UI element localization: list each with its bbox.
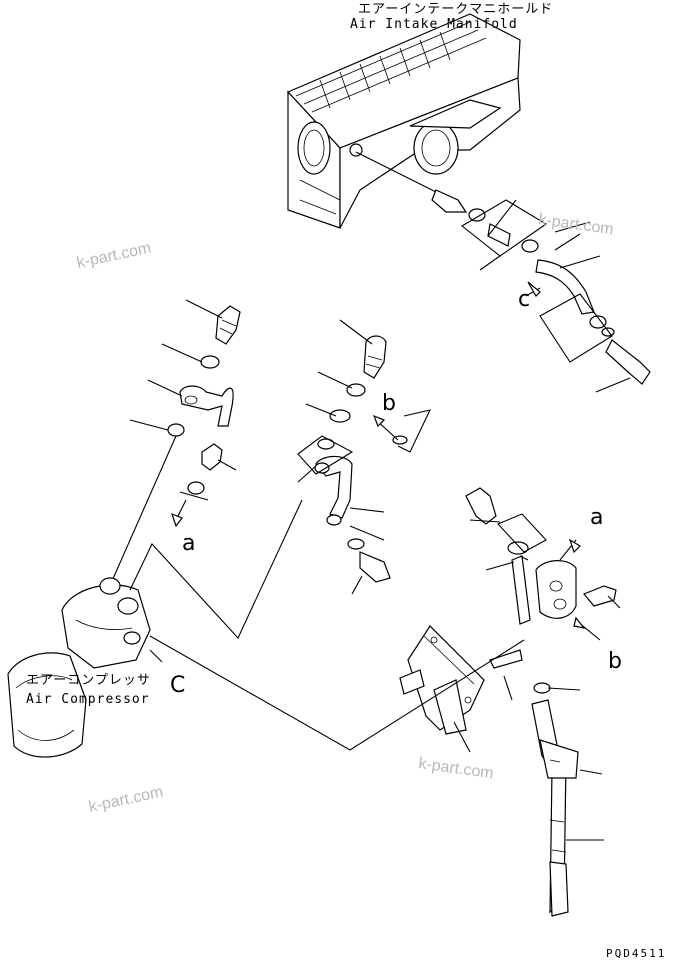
watermark-bottom-left: k-part.com xyxy=(87,784,164,816)
manifold-label-jp: エアーインテークマニホールド xyxy=(358,2,553,17)
ref-letter-c-lower: C xyxy=(170,673,185,698)
drawing-code: PQD4511 xyxy=(606,947,666,960)
left-pipe-assembly xyxy=(107,299,241,591)
drain-hose xyxy=(531,699,604,917)
manifold-label-en: Air Intake Manifold xyxy=(350,17,518,32)
ref-letter-c-upper: c xyxy=(518,287,530,312)
watermark-top-right: k-part.com xyxy=(537,211,614,238)
ref-letter-b-upper: b xyxy=(382,391,396,416)
ref-letter-b-lower: b xyxy=(608,649,622,674)
air-intake-manifold xyxy=(286,13,521,229)
mounting-bracket xyxy=(399,625,485,753)
bracket-valve-assembly xyxy=(465,487,621,701)
compressor-label-en: Air Compressor xyxy=(26,692,150,707)
watermark-left: k-part.com xyxy=(75,240,152,272)
center-pipe-assembly xyxy=(297,319,431,595)
leader-lines xyxy=(129,499,529,751)
air-compressor xyxy=(7,577,163,758)
manifold-connector-fittings xyxy=(355,151,651,393)
watermark-bottom-center: k-part.com xyxy=(417,755,494,782)
compressor-label-jp: エアーコンプレッサ xyxy=(26,673,151,688)
ref-letter-a-upper: a xyxy=(590,505,603,530)
ref-letter-a-lower: a xyxy=(182,531,195,556)
